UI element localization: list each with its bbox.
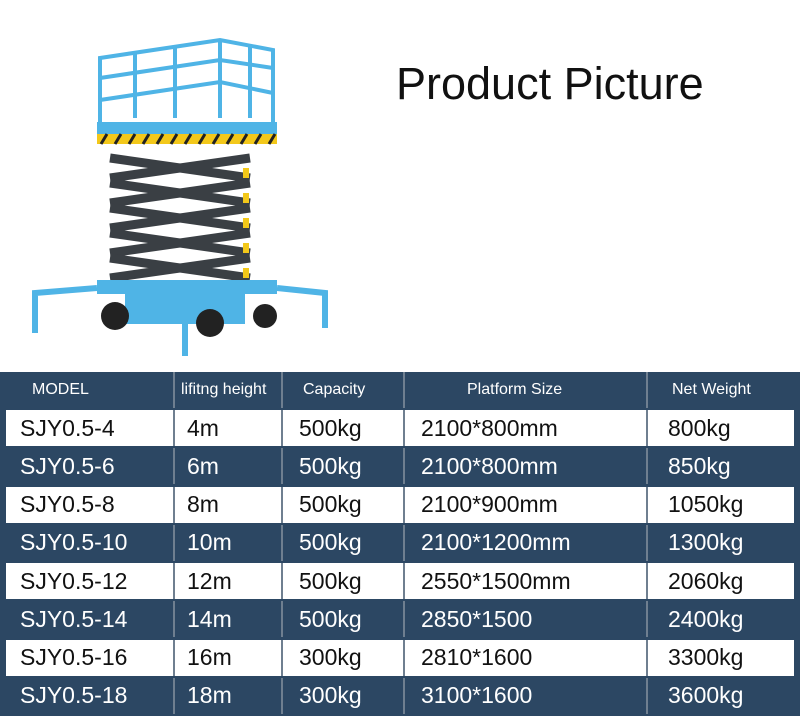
table-header: MODEL lifitng height Capacity Platform S… [6, 372, 794, 408]
cell-net-weight: 3300kg [668, 644, 744, 670]
cell-height: 16m [175, 639, 283, 676]
cell-capacity: 500kg [283, 486, 405, 523]
cell-net-weight: 2400kg [668, 605, 744, 632]
header-platform-size: Platform Size [405, 372, 648, 408]
cell-platform-size: 2100*800mm [405, 448, 648, 485]
cell-model: SJY0.5-10 [6, 524, 175, 561]
cell-platform-size: 2100*800mm [405, 410, 648, 446]
cell-height: 14m [175, 601, 283, 638]
header-capacity: Capacity [283, 372, 405, 408]
cell-model: SJY0.5-8 [6, 486, 175, 523]
cell-platform-size: 2100*900mm [405, 486, 648, 523]
cell-capacity: 500kg [283, 448, 405, 485]
cell-platform-size: 2100*1200mm [405, 524, 648, 561]
page-title: Product Picture [396, 58, 704, 109]
header-model: MODEL [6, 372, 175, 408]
cell-net-weight: 1300kg [668, 529, 744, 556]
cell-capacity: 500kg [283, 601, 405, 638]
cell-platform-size: 2550*1500mm [405, 563, 648, 599]
cell-height: 18m [175, 677, 283, 714]
cell-height: 4m [175, 410, 283, 446]
cell-platform-size: 3100*1600 [405, 677, 648, 714]
cell-capacity: 500kg [283, 563, 405, 599]
cell-model: SJY0.5-12 [6, 563, 175, 599]
cell-capacity: 300kg [283, 639, 405, 676]
cell-capacity: 500kg [283, 410, 405, 446]
cell-net-weight: 800kg [668, 414, 731, 441]
cell-capacity: 500kg [283, 524, 405, 561]
cell-height: 6m [175, 448, 283, 485]
cell-capacity: 300kg [283, 677, 405, 714]
cell-net-weight: 3600kg [668, 682, 744, 709]
cell-platform-size: 2810*1600 [405, 639, 648, 676]
cell-model: SJY0.5-14 [6, 601, 175, 638]
scissor-lift-product-image [32, 37, 328, 356]
cell-height: 10m [175, 524, 283, 561]
cell-net-weight: 2060kg [668, 567, 744, 594]
cell-platform-size: 2850*1500 [405, 601, 648, 638]
cell-height: 12m [175, 563, 283, 599]
header-height: lifitng height [175, 372, 283, 408]
cell-model: SJY0.5-4 [6, 410, 175, 446]
cell-net-weight: 1050kg [668, 491, 744, 517]
header-net-weight: Net Weight [672, 381, 751, 398]
spec-table: MODEL lifitng height Capacity Platform S… [0, 372, 800, 716]
cell-height: 8m [175, 486, 283, 523]
cell-model: SJY0.5-6 [6, 448, 175, 485]
cell-model: SJY0.5-18 [6, 677, 175, 714]
cell-net-weight: 850kg [668, 452, 731, 479]
cell-model: SJY0.5-16 [6, 639, 175, 676]
